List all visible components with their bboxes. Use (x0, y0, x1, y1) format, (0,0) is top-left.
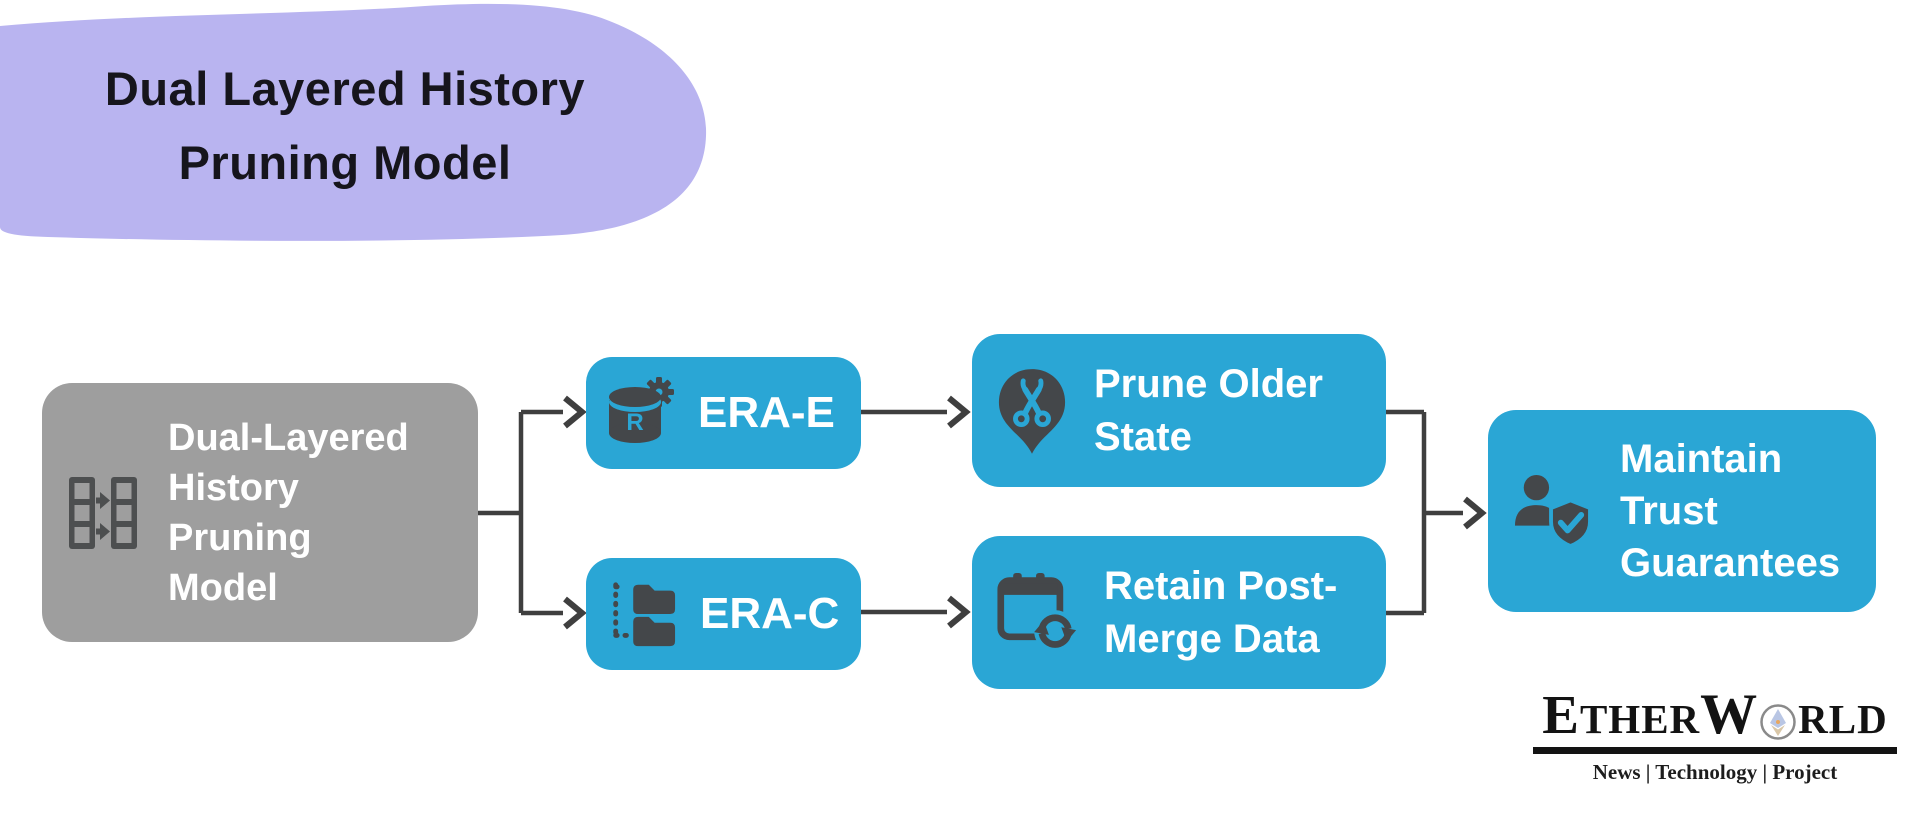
page-title-line2: Pruning Model (178, 136, 512, 189)
wordmark-seg-e: E (1542, 684, 1580, 745)
logo-tagline: News | Technology | Project (1592, 760, 1838, 784)
arrowhead-to-maintain (1463, 496, 1487, 530)
arrowhead-to-era-c (563, 596, 587, 630)
etherworld-wordmark: E THER W RLD (1542, 686, 1887, 743)
calendar-sync-icon (997, 572, 1077, 652)
arrowhead-to-retain (947, 595, 971, 629)
user-shield-check-icon (1514, 474, 1592, 549)
folder-tree-icon (613, 582, 676, 647)
page-title: Dual Layered History Pruning Model (20, 52, 670, 200)
node-label: Dual-Layered History Pruning Model (168, 416, 409, 609)
database-gear-icon: R (609, 377, 674, 443)
title-highlight-blob (0, 3, 707, 241)
logo-divider-rule (1533, 747, 1897, 754)
node-label: ERA-C (700, 589, 840, 638)
arrowhead-to-era-e (563, 395, 587, 429)
node-maintain-trust-guarantees: Maintain Trust Guarantees (1488, 410, 1876, 612)
wordmark-seg-ther: THER (1579, 696, 1701, 742)
wordmark-seg-rld: RLD (1798, 696, 1888, 742)
etherworld-logo: E THER W RLD News | Technology | Project (1533, 686, 1897, 785)
node-label: Maintain Trust Guarantees (1620, 437, 1841, 585)
svg-text:R: R (626, 409, 643, 436)
globe-ethereum-icon (1760, 704, 1796, 740)
arrowhead-to-prune (947, 395, 971, 429)
node-era-e: R ERA-E (586, 357, 861, 469)
node-retain-post-merge-data: Retain Post- Merge Data (972, 536, 1386, 689)
node-label: Prune Older State (1094, 361, 1323, 459)
node-dual-layered-model: Dual-Layered History Pruning Model (42, 383, 478, 642)
node-label: Retain Post- Merge Data (1104, 563, 1338, 661)
dual-columns-transfer-icon (69, 476, 137, 549)
page-title-line1: Dual Layered History (104, 62, 586, 115)
node-label: ERA-E (698, 388, 835, 437)
scissors-pin-icon (998, 368, 1066, 454)
node-era-c: ERA-C (586, 558, 861, 670)
wordmark-seg-w: W (1700, 683, 1759, 746)
node-prune-older-state: Prune Older State (972, 334, 1386, 487)
